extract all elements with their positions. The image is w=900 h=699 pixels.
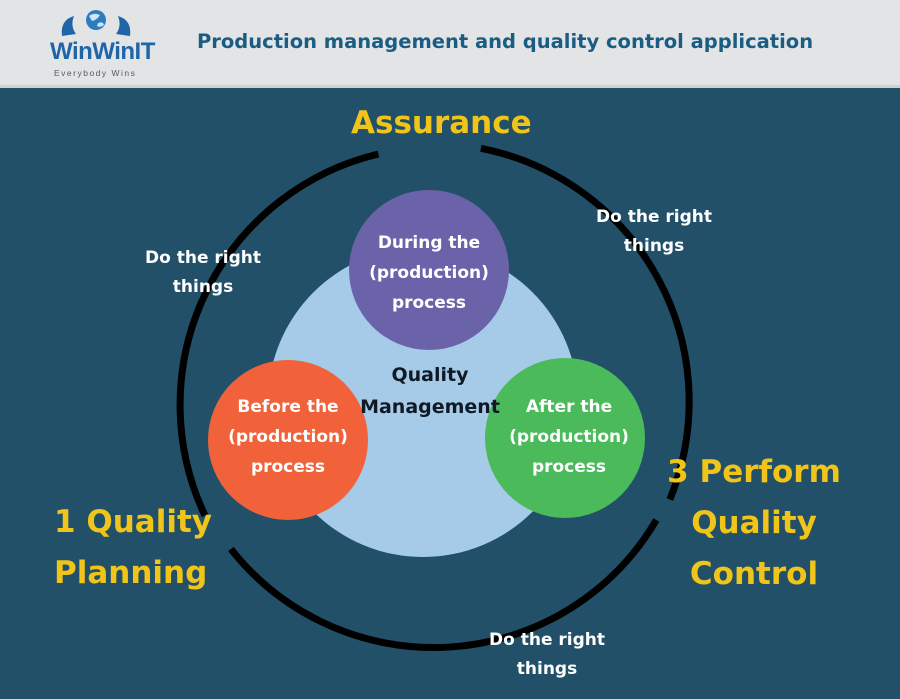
phase-label-during-line3: process bbox=[391, 293, 467, 313]
phase-label-after-line3: process bbox=[531, 457, 607, 477]
logo-hands-globe-icon bbox=[61, 10, 131, 36]
during-phase-circle bbox=[349, 190, 509, 350]
arc-label-upper-left-line1: Do the right bbox=[145, 248, 261, 268]
stage-control-line3: Control bbox=[689, 556, 819, 592]
logo: WinWinIT Everybody Wins bbox=[40, 6, 180, 84]
ring-arc-right bbox=[480, 144, 693, 501]
arc-label-upper-right-line2: things bbox=[623, 236, 685, 256]
app-header: WinWinIT Everybody Wins Production manag… bbox=[0, 0, 900, 88]
stage-control: 3 Perform Quality Control bbox=[654, 447, 854, 600]
after-phase-circle bbox=[485, 358, 645, 518]
stage-control-line2: Quality bbox=[691, 505, 817, 541]
stage-planning-line1: 1 Quality bbox=[54, 504, 212, 540]
page-title: Production management and quality contro… bbox=[197, 30, 814, 53]
arc-label-bottom: Do the right things bbox=[472, 626, 622, 684]
logo-text: WinWinIT bbox=[50, 38, 155, 65]
ring-arc-bottom bbox=[228, 518, 660, 651]
center-label-line1: Quality bbox=[391, 364, 469, 386]
phase-label-during-line2: (production) bbox=[369, 263, 489, 283]
arc-label-bottom-line2: things bbox=[516, 659, 578, 679]
before-phase-circle bbox=[208, 360, 368, 520]
arc-label-upper-left-line2: things bbox=[172, 277, 234, 297]
phase-label-before-line1: Before the bbox=[237, 397, 339, 417]
stage-planning: 1 Quality Planning bbox=[54, 497, 244, 599]
ring-arc-top bbox=[176, 150, 380, 518]
stage-planning-line2: Planning bbox=[54, 555, 208, 591]
phase-label-before-line3: process bbox=[250, 457, 326, 477]
phase-label-before: Before the (production) process bbox=[218, 392, 358, 482]
phase-label-after: After the (production) process bbox=[499, 392, 639, 482]
stage-assurance-line1: Assurance bbox=[351, 105, 532, 141]
center-label-line2: Management bbox=[360, 396, 500, 418]
center-label: Quality Management bbox=[340, 359, 520, 423]
phase-label-during: During the (production) process bbox=[359, 228, 499, 318]
arc-label-upper-right: Do the right things bbox=[579, 203, 729, 261]
stage-assurance: Assurance bbox=[351, 98, 551, 149]
phase-label-before-line2: (production) bbox=[228, 427, 348, 447]
arc-label-bottom-line1: Do the right bbox=[489, 630, 605, 650]
stage-control-line1: 3 Perform bbox=[667, 454, 841, 490]
phase-label-after-line1: After the bbox=[525, 397, 613, 417]
logo-tagline: Everybody Wins bbox=[54, 68, 137, 78]
phase-label-after-line2: (production) bbox=[509, 427, 629, 447]
arc-label-upper-right-line1: Do the right bbox=[596, 207, 712, 227]
phase-label-during-line1: During the bbox=[377, 233, 481, 253]
arc-label-upper-left: Do the right things bbox=[128, 244, 278, 302]
